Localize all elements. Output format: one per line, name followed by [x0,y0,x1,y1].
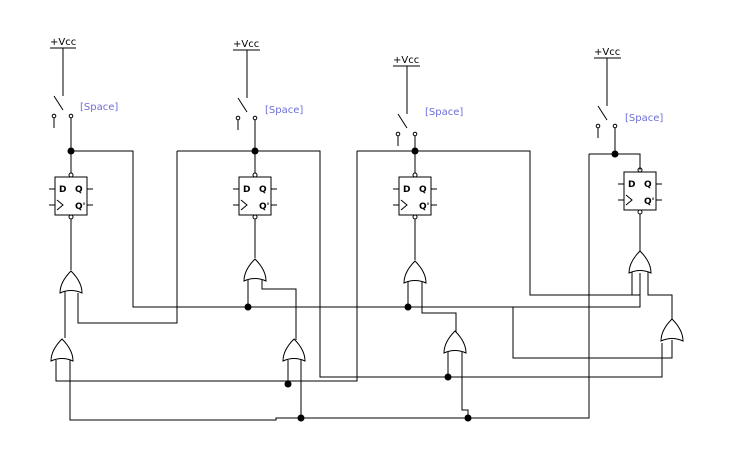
interconnect-wiring [55,150,673,421]
or-gate-3a [403,260,427,284]
junction-dot [244,303,252,311]
or-gate-4b [660,318,684,342]
key-label-2: [Space] [265,105,303,116]
or-gate-3b [443,330,467,354]
junction-dot [67,147,75,155]
pin-d-4: D [628,180,635,190]
vcc-label-4: +Vcc [594,47,620,58]
pin-q-2: Q [259,185,267,195]
pin-q-3: Q [419,185,427,195]
junction-dot [284,380,292,388]
or-gate-2b [282,338,306,362]
pin-d-2: D [243,185,250,195]
junction-dots [67,147,619,422]
key-label-1: [Space] [80,102,118,113]
stage-3: +Vcc [Space] D Q Q' [392,55,467,354]
pin-qbar-2: Q' [259,202,269,212]
junction-dot [444,373,452,381]
push-switch-4 [595,57,618,139]
pin-d-3: D [403,185,410,195]
push-switch-3 [395,65,418,147]
pin-q-4: Q [644,180,652,190]
d-flipflop-1: D Q Q' [48,172,94,220]
pin-q-1: Q [75,185,83,195]
or-gate-2a [243,258,267,282]
or-gate-1a [59,270,83,294]
pin-qbar-1: Q' [75,202,85,212]
stage-4: +Vcc [Space] D Q Q' [594,47,684,342]
vcc-label-1: +Vcc [50,37,76,48]
key-label-4: [Space] [625,113,663,124]
push-switch-2 [235,49,258,131]
junction-dot [404,303,412,311]
pin-d-1: D [59,185,66,195]
junction-dot [297,414,305,422]
or-gate-1b [50,338,74,362]
d-flipflop-4: D Q Q' [617,167,663,215]
d-flipflop-2: D Q Q' [232,172,278,220]
stage-1: +Vcc [Space] D Q Q' [48,37,118,362]
vcc-label-2: +Vcc [233,39,259,50]
junction-dot [251,147,259,155]
stage-2: +Vcc [Space] D Q Q' [232,39,306,362]
push-switch-1 [51,47,74,129]
or-gate-4a [628,250,652,274]
junction-dot [411,147,419,155]
junction-dot [464,414,472,422]
pin-qbar-4: Q' [644,197,654,207]
d-flipflop-3: D Q Q' [392,172,438,220]
pin-qbar-3: Q' [419,202,429,212]
vcc-label-3: +Vcc [393,55,419,66]
key-label-3: [Space] [425,107,463,118]
junction-dot [611,150,619,158]
